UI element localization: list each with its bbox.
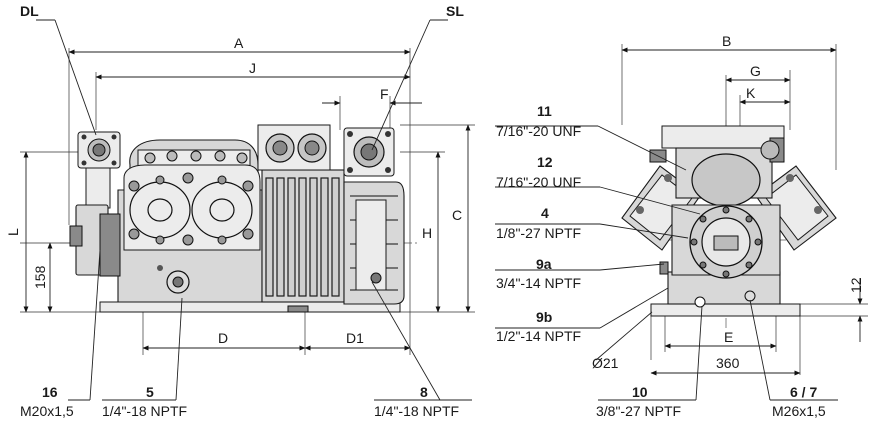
discharge-port-label: DL: [20, 3, 39, 19]
dim-K-label: K: [746, 85, 756, 101]
suction-port-block: [343, 127, 395, 177]
callout-9b-spec: 1/2"-14 NPTF: [496, 328, 581, 344]
dim-L-label: L: [5, 228, 21, 236]
callout-11-spec: 7/16"-20 UNF: [496, 123, 581, 139]
crankcase-front: [659, 204, 781, 302]
motor-cooling-fin: [309, 177, 318, 297]
motor-cooling-fin: [265, 177, 274, 297]
callout-8-number: 8: [420, 384, 428, 400]
side-view-labels: A J F C H L 158 D D1 DL SL 16 M20x1,5 5 …: [5, 3, 464, 419]
callout-5-number: 5: [146, 384, 154, 400]
crankcase: [99, 164, 263, 303]
callout-12-spec: 7/16"-20 UNF: [496, 174, 581, 190]
motor-cooling-fin: [298, 177, 307, 297]
dim-J-label: J: [249, 60, 256, 76]
dim-E-label: E: [724, 329, 733, 345]
callout-11-number: 11: [537, 103, 552, 119]
suction-housing: [343, 181, 405, 305]
dim-H-label: H: [422, 225, 432, 241]
callout-10-number: 10: [632, 384, 648, 400]
motor-cooling-fin: [276, 177, 285, 297]
callout-16-spec: M20x1,5: [20, 403, 74, 419]
cylinder-bank-right: [755, 165, 837, 251]
callout-4-number: 4: [541, 205, 549, 221]
callout-6-7-number: 6 / 7: [790, 384, 817, 400]
side-view: [20, 19, 475, 401]
callout-12-number: 12: [537, 154, 553, 170]
dim-158-label: 158: [32, 265, 48, 289]
suction-port-label: SL: [446, 3, 464, 19]
dim-360-label: 360: [716, 355, 740, 371]
dim-A-label: A: [234, 35, 244, 51]
motor-housing: [257, 124, 345, 303]
dim-diameter-label: Ø21: [592, 355, 619, 371]
dim-F-label: F: [380, 86, 389, 102]
motor-cooling-fin: [287, 177, 296, 297]
dim-C-label: C: [452, 207, 462, 223]
dim-D1-label: D1: [346, 330, 364, 346]
top-cylinder-head: [649, 125, 785, 207]
front-view: [495, 44, 868, 401]
dim-B-label: B: [722, 33, 731, 49]
callout-9a-spec: 3/4"-14 NPTF: [496, 275, 581, 291]
callout-9b-number: 9b: [536, 309, 552, 325]
callout-16-number: 16: [42, 384, 58, 400]
front-view-labels: B G K E 360 12 Ø21 11 7/16"-20 UNF 12 7/…: [496, 33, 864, 419]
dim-D-label: D: [218, 330, 228, 346]
callout-6-7-spec: M26x1,5: [772, 403, 826, 419]
motor-cooling-fin: [331, 177, 340, 297]
dim-G-label: G: [750, 63, 761, 79]
callout-10-spec: 3/8"-27 NPTF: [596, 403, 681, 419]
motor-cooling-fin: [320, 177, 329, 297]
callout-8-spec: 1/4"-18 NPTF: [374, 403, 459, 419]
callout-5-spec: 1/4"-18 NPTF: [102, 403, 187, 419]
dim-12-label: 12: [848, 277, 864, 293]
callout-9a-number: 9a: [536, 256, 552, 272]
callout-4-spec: 1/8"-27 NPTF: [496, 225, 581, 241]
